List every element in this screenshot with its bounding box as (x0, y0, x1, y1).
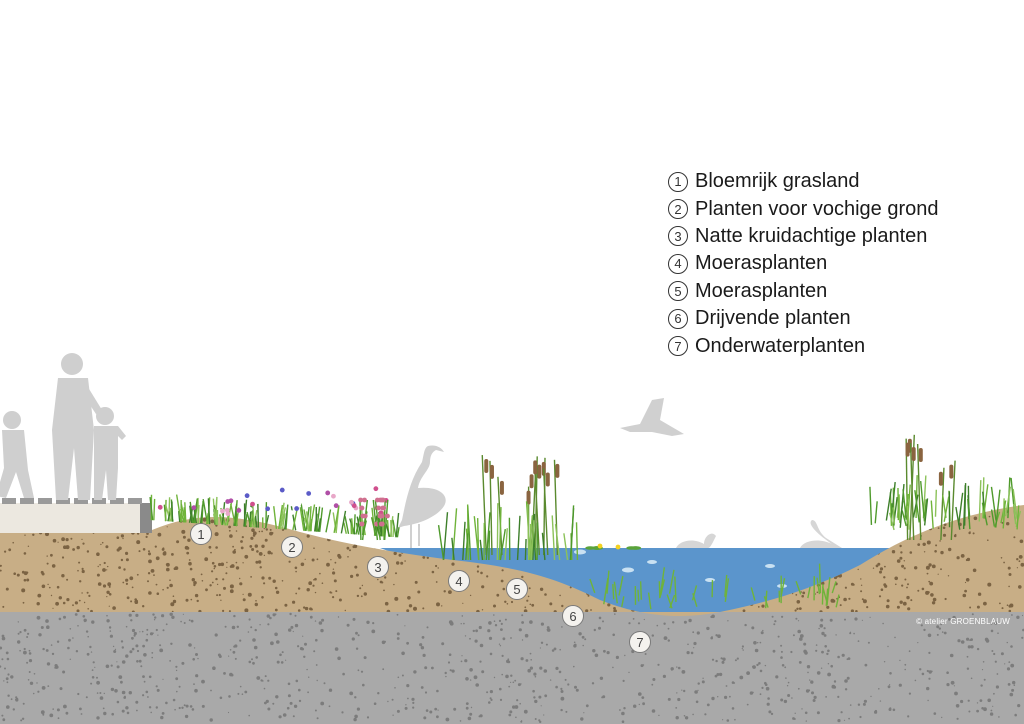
zone-marker-5: 5 (506, 578, 528, 600)
zone-marker-1: 1 (190, 523, 212, 545)
adult-silhouette (52, 353, 102, 500)
legend-label: Moerasplanten (695, 279, 828, 302)
legend-number: 4 (668, 253, 688, 274)
legend-label: Moerasplanten (695, 252, 828, 275)
child-right-silhouette (94, 407, 126, 500)
legend-label: Planten voor vochige grond (695, 197, 939, 220)
vegetation (149, 434, 1022, 610)
legend-item: 3 Natte kruidachtige planten (668, 223, 939, 250)
path-stones (2, 498, 142, 504)
legend-number: 3 (668, 226, 688, 247)
zone-marker-6: 6 (562, 605, 584, 627)
legend-label: Drijvende planten (695, 307, 851, 330)
legend-item: 2 Planten voor vochige grond (668, 195, 939, 222)
zone-marker-2: 2 (281, 536, 303, 558)
zone-marker-7: 7 (629, 631, 651, 653)
legend-label: Onderwaterplanten (695, 334, 866, 357)
subsoil-layer (0, 612, 1024, 724)
legend-label: Natte kruidachtige planten (695, 224, 928, 247)
legend-number: 5 (668, 281, 688, 302)
subsoil-dots (0, 612, 1024, 724)
legend: 1 Bloemrijk grasland 2 Planten voor vochig… (668, 168, 939, 360)
legend-number: 7 (668, 336, 688, 357)
duck-silhouettes (676, 520, 842, 548)
legend-item: 4 Moerasplanten (668, 250, 939, 277)
zone-marker-4: 4 (448, 570, 470, 592)
legend-number: 2 (668, 199, 688, 220)
legend-item: 5 Moerasplanten (668, 278, 939, 305)
legend-item: 1 Bloemrijk grasland (668, 168, 939, 195)
copyright-credit: © atelier GROENBLAUW (916, 617, 1010, 626)
legend-item: 7 Onderwaterplanten (668, 332, 939, 359)
zone-marker-3: 3 (367, 556, 389, 578)
path-kerb (140, 503, 152, 533)
legend-label: Bloemrijk grasland (695, 170, 860, 193)
legend-number: 6 (668, 308, 688, 329)
heron-silhouette (398, 445, 446, 548)
legend-number: 1 (668, 171, 688, 192)
child-left-silhouette (0, 411, 34, 498)
path-edge (0, 503, 152, 533)
legend-item: 6 Drijvende planten (668, 305, 939, 332)
people-silhouettes (0, 353, 126, 500)
flying-heron-silhouette (620, 398, 684, 436)
